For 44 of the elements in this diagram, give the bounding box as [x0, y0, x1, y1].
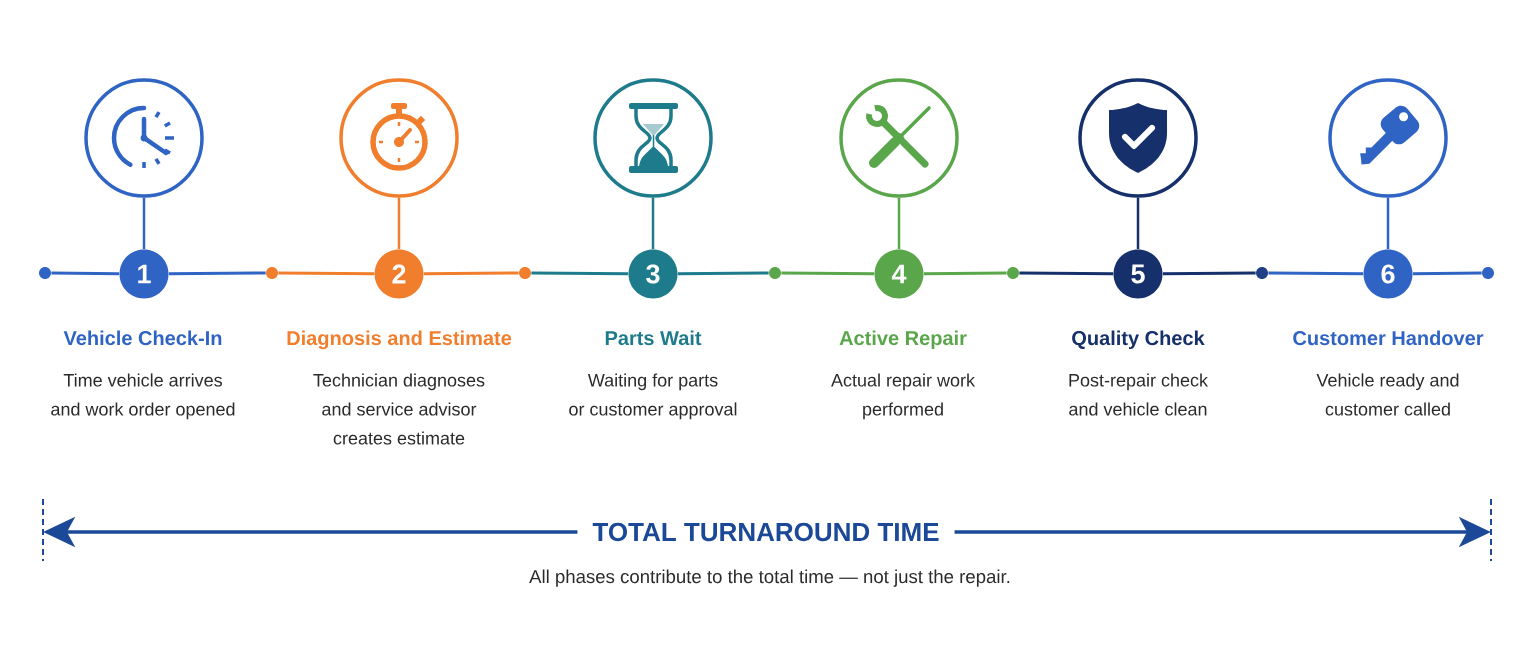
phase-description: Waiting for parts or customer approval — [569, 373, 737, 420]
phase-description: Post-repair check and vehicle clean — [1069, 373, 1209, 416]
phase-title: Vehicle Check-In — [63, 330, 222, 346]
icon-circle — [339, 78, 459, 198]
connector-line — [397, 197, 401, 250]
step-badge: 5 — [1113, 249, 1163, 299]
step-badge: 3 — [628, 249, 678, 299]
phase-title: Quality Check — [1072, 330, 1205, 350]
note-text: All phases contribute to the total time — not just the repair. — [529, 569, 1010, 587]
timeline-segment — [781, 271, 875, 276]
icon-circle — [593, 78, 713, 198]
phase-description: Technician diagnoses and service advisor creates estimate — [313, 373, 485, 445]
icon-circle — [839, 78, 959, 198]
icon-circle — [1328, 78, 1448, 198]
step-badge: 2 — [374, 249, 424, 299]
step-badge: 4 — [874, 249, 924, 299]
phase-title: Parts Wait — [605, 330, 702, 346]
timeline-segment — [677, 271, 769, 276]
phase-description: Vehicle ready and customer called — [1316, 373, 1459, 416]
phase-title: Customer Handover — [1293, 330, 1484, 346]
icon-circle — [84, 78, 204, 198]
phase-title: Diagnosis and Estimate — [287, 330, 512, 350]
timeline-segment — [51, 271, 120, 276]
timeline-segment — [1412, 271, 1482, 276]
connector-line — [1136, 197, 1140, 250]
dimension-label: TOTAL TURNAROUND TIME — [577, 518, 955, 546]
timeline-segment — [168, 271, 266, 276]
timeline-segment — [1019, 271, 1114, 276]
step-badge: 1 — [119, 249, 169, 299]
timeline-segment — [1268, 271, 1364, 276]
phase-title: Active Repair — [839, 330, 967, 350]
phase-description: Actual repair work performed — [831, 373, 976, 420]
timeline-segment — [1162, 271, 1256, 276]
icon-circle — [1078, 78, 1198, 198]
timeline-segment — [923, 271, 1007, 276]
connector-line — [142, 197, 146, 250]
phase-description: Time vehicle arrives and work order opened — [51, 373, 235, 420]
connector-line — [897, 197, 901, 250]
step-badge: 6 — [1363, 249, 1413, 299]
timeline-segment — [423, 271, 519, 276]
connector-line — [651, 197, 655, 250]
connector-line — [1386, 197, 1390, 250]
timeline-segment — [278, 271, 375, 276]
timeline-segment — [531, 271, 629, 276]
